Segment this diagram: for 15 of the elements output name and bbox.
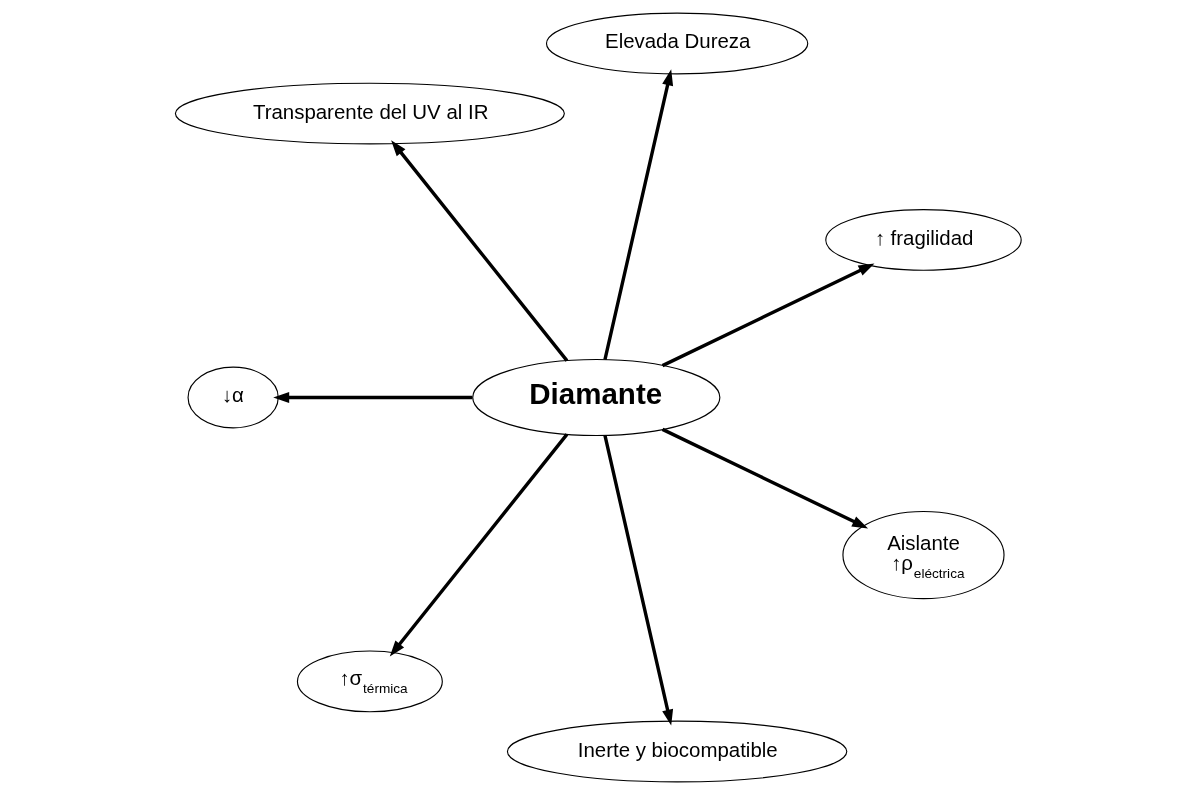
- arrow: [390, 140, 568, 362]
- arrow: [272, 391, 472, 404]
- node-ellipse: Elevada Dureza: [545, 12, 808, 75]
- node-ellipse: Diamante: [471, 358, 720, 437]
- node-ellipse: Inerte y biocompatible: [506, 720, 847, 783]
- arrow: [661, 427, 868, 529]
- node-ellipse: Aislante ↑ρ$_{eléctrica}$: [841, 510, 1005, 600]
- arrow: [661, 263, 874, 368]
- node-ellipse: ↓α: [187, 366, 279, 429]
- node-ellipse: Transparente del UV al IR: [174, 82, 565, 145]
- arrow: [389, 433, 568, 657]
- arrow: [602, 435, 673, 726]
- arrow: [602, 69, 673, 360]
- node-ellipse: ↑σ$_{térmica}$: [296, 650, 443, 713]
- node-ellipse: ↑ fragilidad: [824, 209, 1022, 271]
